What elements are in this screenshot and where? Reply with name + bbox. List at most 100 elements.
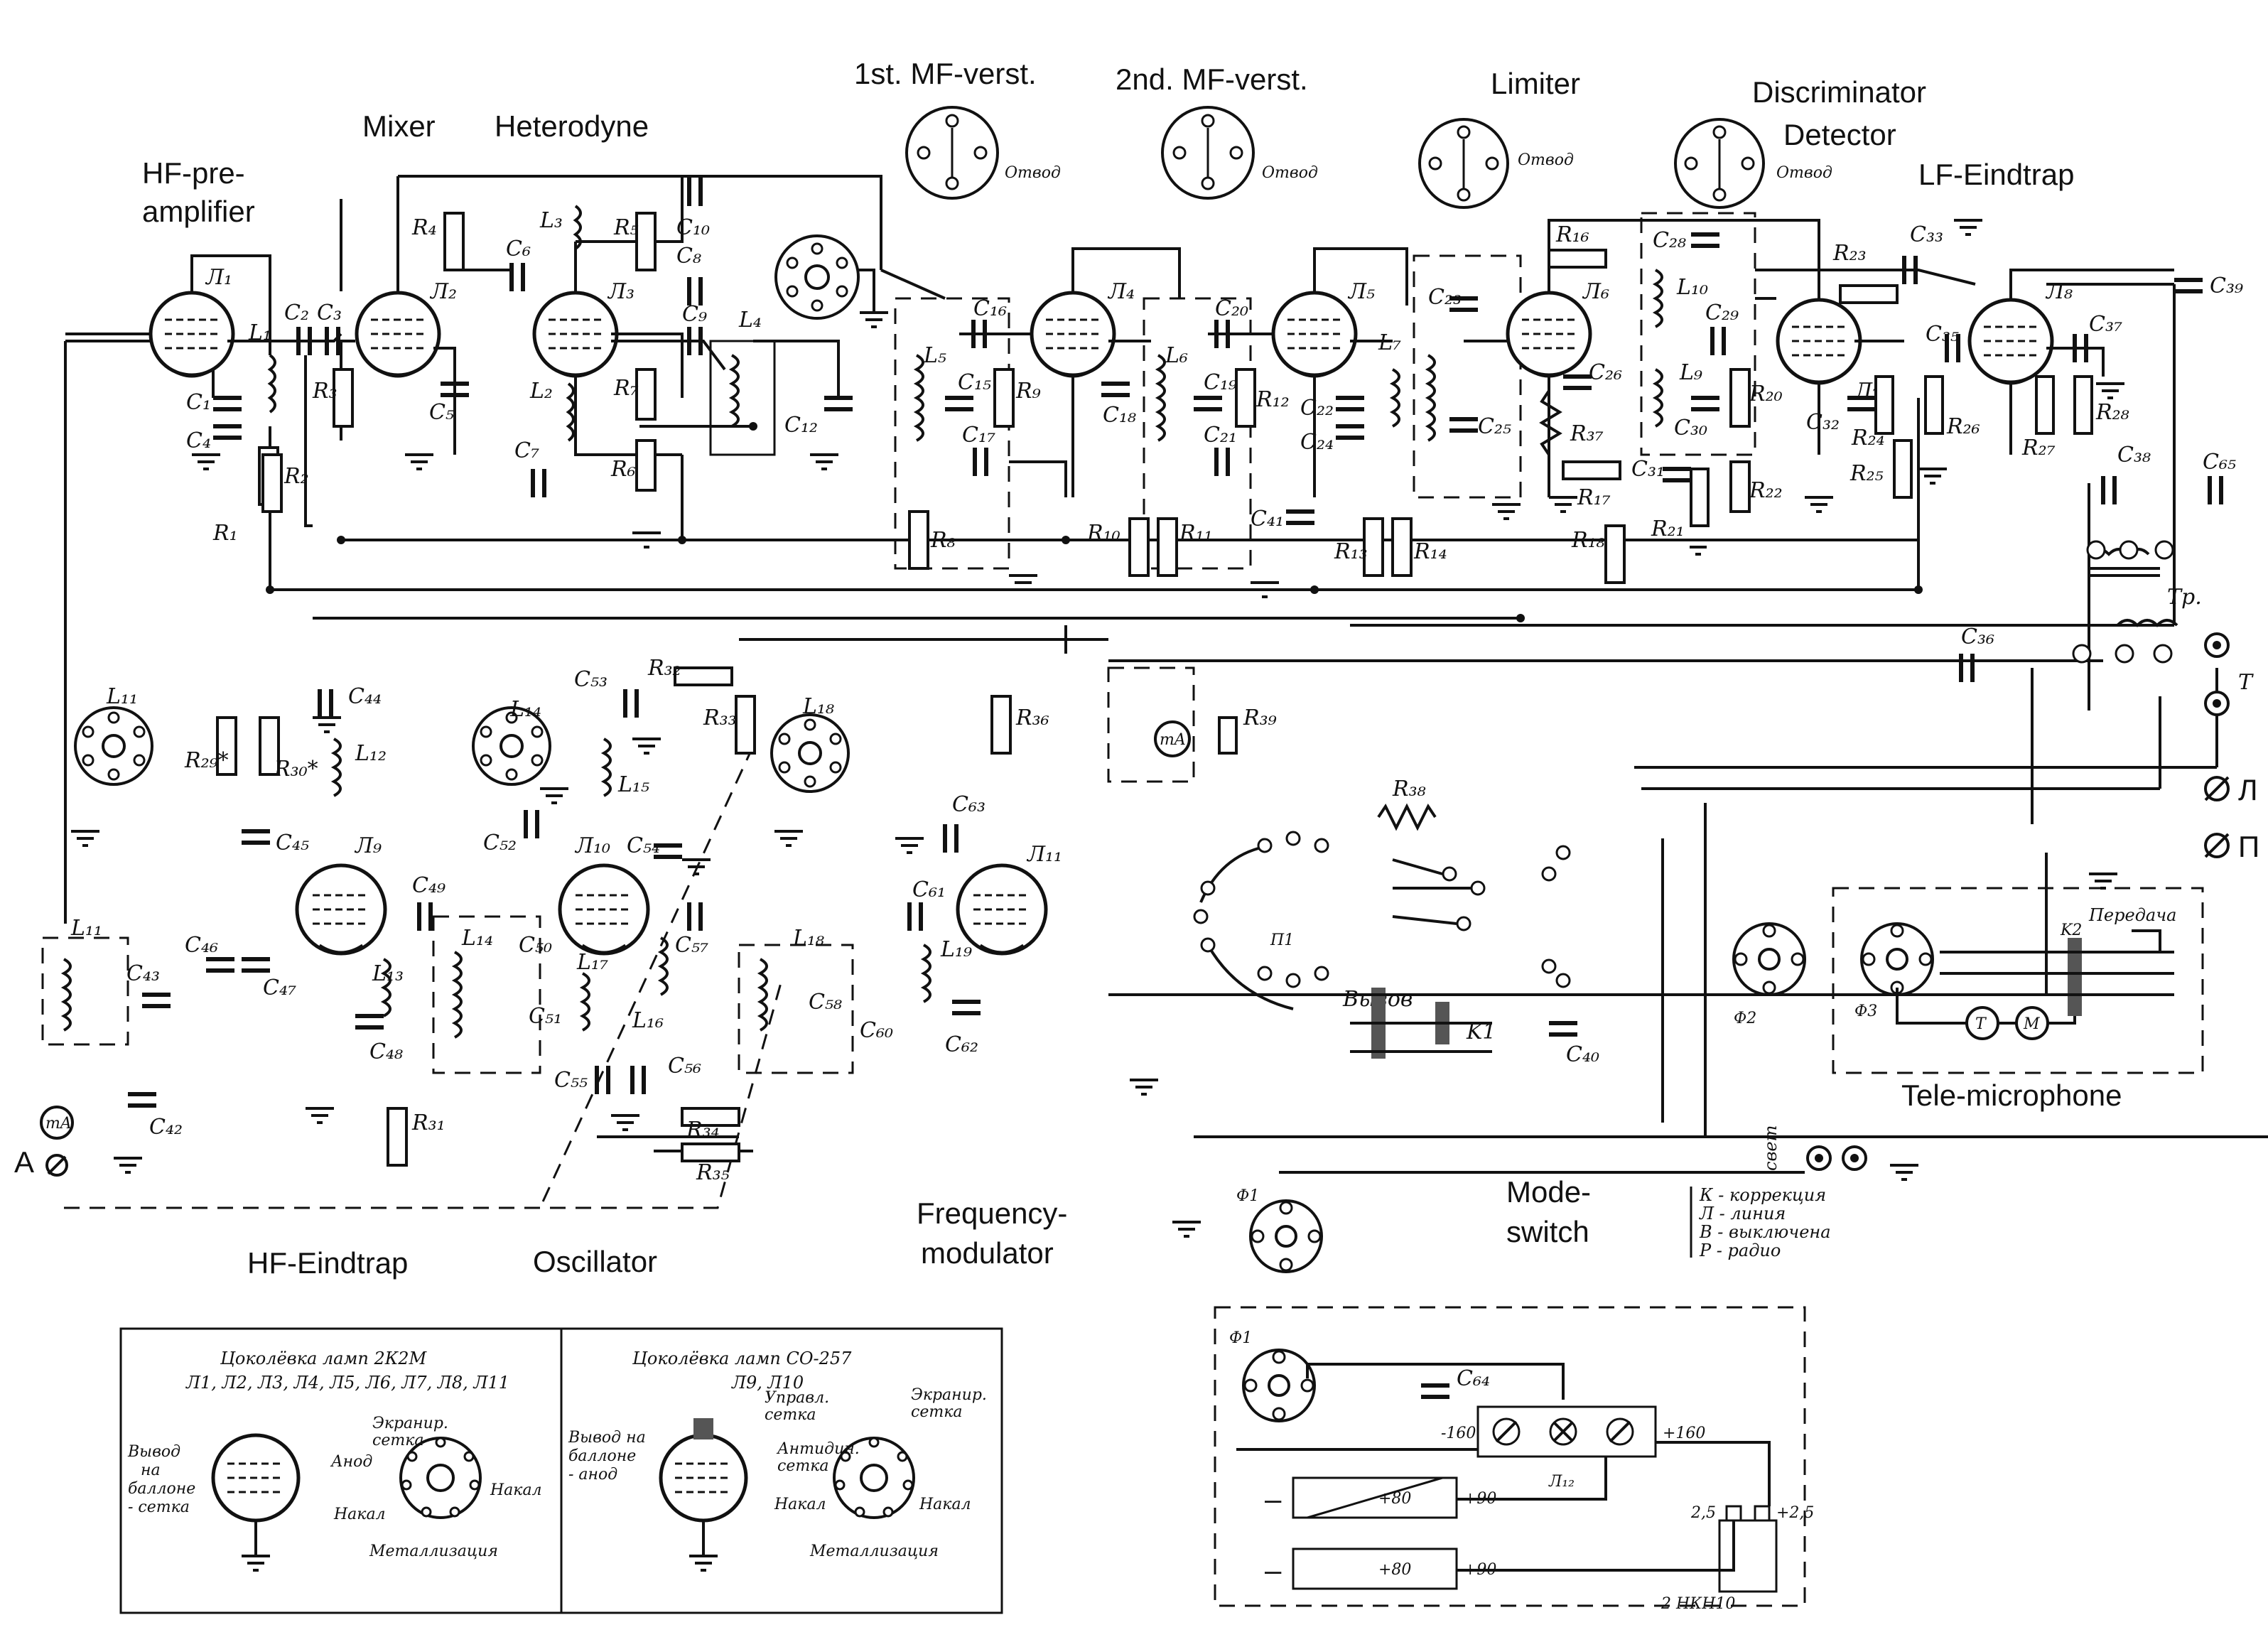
r18: [1604, 524, 1626, 584]
svg-text:C₅₅: C₅₅: [554, 1068, 588, 1093]
svg-text:Ф1: Ф1: [1236, 1187, 1259, 1205]
svg-text:L₁₇: L₁₇: [576, 950, 608, 975]
r8: [908, 510, 929, 570]
socket-mf2: Отвод: [1161, 106, 1318, 200]
svg-text:C₆₂: C₆₂: [945, 1032, 978, 1057]
svg-text:Вывод: Вывод: [127, 1443, 180, 1461]
svg-text:C₁₉: C₁₉: [1204, 370, 1237, 395]
label-limiter: Limiter: [1491, 67, 1580, 100]
r36: [990, 695, 1012, 755]
svg-text:L₁₅: L₁₅: [617, 772, 649, 797]
coil-l2: [566, 382, 575, 442]
r24: [1874, 375, 1894, 435]
coil-l12: [330, 738, 342, 797]
r17: [1562, 460, 1621, 480]
r28: [2073, 375, 2093, 435]
svg-text:Л₄: Л₄: [1107, 279, 1135, 304]
meter-box: [1107, 666, 1195, 783]
svg-text:Л₉: Л₉: [354, 833, 382, 858]
svg-text:Л9, Л10: Л9, Л10: [731, 1373, 804, 1393]
svg-text:C₁: C₁: [186, 390, 211, 415]
output-transformer: Тр. T Л П: [2072, 540, 2259, 863]
tele-mic-box: [1832, 887, 2204, 1074]
svg-text:A: A: [14, 1145, 34, 1179]
svg-text:M: M: [2023, 1015, 2040, 1033]
r7: [635, 368, 657, 421]
coils: L₁ L₂ L₃ L₄ L₅ L₆ L₇ L₁₀ L₉ L₁₂ L₁₃ L₁₄ …: [60, 205, 1708, 1039]
svg-text:C₄₀: C₄₀: [1566, 1042, 1599, 1067]
socket-discr: Отвод: [1674, 118, 1832, 209]
svg-text:L₂: L₂: [529, 379, 553, 404]
coil-l15: [600, 738, 612, 797]
svg-text:K2: K2: [2060, 922, 2082, 939]
svg-text:C₁₀: C₁₀: [676, 215, 710, 240]
svg-text:C₂₂: C₂₂: [1300, 396, 1334, 421]
coil-l4-box: [709, 340, 776, 456]
svg-text:R₁₇: R₁₇: [1577, 485, 1611, 510]
dashed-shields: [41, 212, 2204, 1607]
label-freq-mod-1: Frequency-: [917, 1196, 1067, 1230]
svg-text:Отвод: Отвод: [1262, 164, 1318, 182]
r34: [681, 1107, 740, 1127]
svg-text:R₃₁: R₃₁: [411, 1111, 446, 1135]
coil-l8: [1425, 354, 1436, 442]
coil-l4: [728, 354, 740, 428]
svg-text:C₅₀: C₅₀: [519, 933, 552, 958]
r6: [635, 439, 657, 492]
shield-discr: [1640, 212, 1756, 456]
svg-text:R₁₁: R₁₁: [1179, 521, 1213, 546]
svg-text:C₃₂: C₃₂: [1806, 410, 1840, 435]
svg-text:Л: Л: [2238, 773, 2258, 806]
svg-text:C₆₅: C₆₅: [2203, 450, 2236, 475]
r35: [681, 1142, 740, 1162]
svg-text:Цоколёвка ламп 2К2М: Цоколёвка ламп 2К2М: [220, 1349, 428, 1368]
svg-text:Накал: Накал: [774, 1496, 826, 1513]
svg-text:C₂₉: C₂₉: [1705, 301, 1739, 325]
svg-text:C₂₃: C₂₃: [1428, 285, 1462, 310]
tube-l8: Л₈: [1967, 279, 2073, 385]
socket-legend-2: Цоколёвка ламп СО-257 Л9, Л10 Вывод на б…: [560, 1327, 1003, 1614]
svg-text:L₇: L₇: [1378, 330, 1401, 355]
svg-text:Экранир.: Экранир.: [911, 1386, 987, 1404]
svg-text:C₁₂: C₁₂: [784, 413, 818, 438]
svg-text:R₃₉: R₃₉: [1243, 706, 1277, 730]
svg-text:C₁₇: C₁₇: [962, 423, 995, 448]
r3: [333, 368, 354, 428]
socket-legend-1: Цоколёвка ламп 2К2М Л1, Л2, Л3, Л4, Л5, …: [119, 1327, 563, 1614]
svg-text:П: П: [2238, 830, 2259, 863]
svg-text:R₇: R₇: [613, 376, 639, 401]
svg-text:L₁₃: L₁₃: [372, 961, 404, 986]
r16: [1548, 249, 1607, 269]
svg-text:C₄₉: C₄₉: [412, 873, 446, 898]
svg-text:C₅₂: C₅₂: [483, 831, 517, 855]
label-discriminator-2: Detector: [1783, 118, 1896, 151]
svg-text:L₁₁: L₁₁: [70, 916, 102, 941]
svg-text:+80: +80: [1378, 1561, 1411, 1579]
tube-l11: Л₁₁: [956, 842, 1062, 956]
svg-text:R₃₅: R₃₅: [696, 1160, 730, 1185]
svg-text:Ф2: Ф2: [1734, 1010, 1756, 1027]
svg-text:C₇: C₇: [514, 438, 539, 463]
svg-text:L₁₆: L₁₆: [632, 1008, 664, 1033]
tubes-lower: Л₉ Л₁₀ Л₁₁: [295, 833, 1062, 956]
switch-legend: К - коррекция Л - линия В - выключена Р …: [1690, 1125, 1867, 1260]
r39: [1218, 716, 1238, 755]
svg-text:C₃₀: C₃₀: [1674, 416, 1707, 441]
svg-text:C₅₇: C₅₇: [675, 933, 708, 958]
label-tele-mic: Tele-microphone: [1901, 1079, 2122, 1112]
tube-sockets: Отвод Отвод Отвод Отвод: [74, 106, 1832, 793]
svg-text:C₄₃: C₄₃: [126, 961, 160, 986]
svg-text:R₂₆: R₂₆: [1946, 414, 1980, 439]
svg-text:C₂₀: C₂₀: [1215, 296, 1248, 321]
svg-text:C₆₄: C₆₄: [1457, 1366, 1490, 1391]
shield-limiter: [1413, 254, 1522, 499]
svg-text:R₃₆: R₃₆: [1015, 706, 1049, 730]
svg-text:mA: mA: [45, 1115, 72, 1133]
coil-l19: [920, 944, 932, 1003]
svg-text:R₃₄: R₃₄: [686, 1118, 720, 1142]
svg-text:- анод: - анод: [568, 1466, 617, 1484]
svg-text:2,5: 2,5: [1690, 1504, 1716, 1522]
svg-text:Экранир.: Экранир.: [372, 1415, 448, 1432]
svg-text:Отвод: Отвод: [1776, 164, 1832, 182]
svg-text:-160: -160: [1441, 1425, 1476, 1442]
